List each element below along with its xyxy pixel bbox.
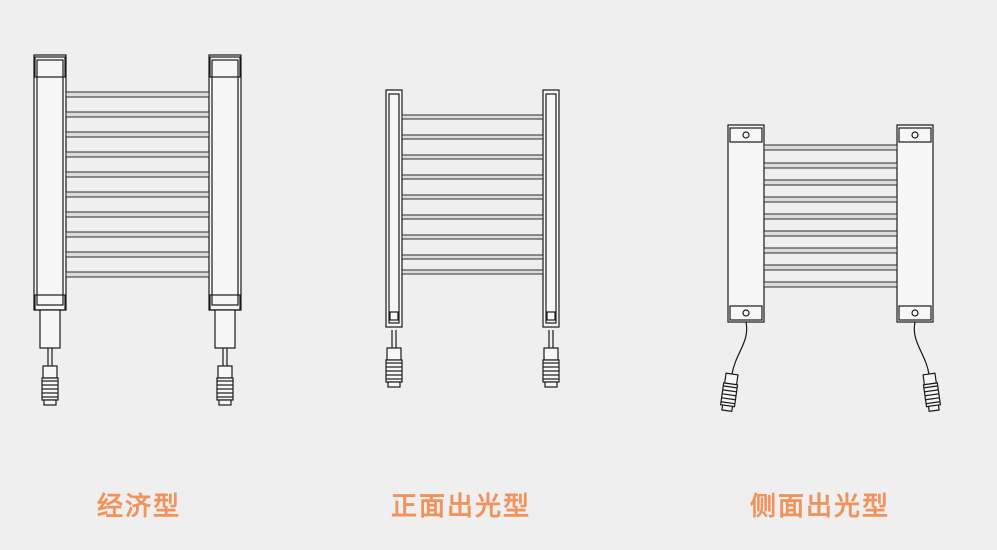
housing-inner: [211, 59, 239, 306]
light-beam: [65, 211, 210, 218]
cable-gland: [214, 309, 236, 349]
angled-connector: [922, 372, 942, 413]
mount-screw: [911, 131, 919, 139]
grip-ridge: [721, 397, 736, 401]
connector-tip: [721, 404, 734, 413]
mount-screw: [742, 309, 750, 317]
emitter-housing: [727, 124, 765, 323]
light-beam: [763, 213, 898, 220]
light-beam: [65, 231, 210, 238]
emitter-housing: [542, 89, 560, 328]
mount-bracket-top: [729, 127, 763, 143]
light-beam: [763, 281, 898, 288]
housing-cap-top: [209, 56, 241, 78]
light-beam: [65, 271, 210, 278]
light-beam: [65, 91, 210, 98]
light-beam: [65, 191, 210, 198]
light-beam: [65, 151, 210, 158]
angled-connector: [719, 372, 739, 413]
light-beam: [763, 247, 898, 254]
grip-ridge: [926, 401, 941, 405]
light-beam: [763, 264, 898, 271]
housing-inner: [36, 59, 64, 306]
grip-ridge: [720, 401, 735, 405]
grip-ridge: [924, 389, 939, 393]
connector-tip: [43, 399, 57, 406]
mount-bracket-bottom: [729, 305, 763, 321]
cable-gland: [39, 309, 61, 349]
grip-ridge: [722, 389, 737, 393]
grip-ridge: [722, 393, 737, 397]
light-beam: [401, 174, 544, 180]
light-beam: [763, 196, 898, 203]
status-led: [389, 311, 399, 321]
emitter-housing: [896, 124, 934, 323]
light-beam: [401, 269, 544, 275]
housing-inner: [388, 93, 400, 324]
connector-tip: [387, 381, 401, 388]
light-beam: [763, 179, 898, 186]
light-beam: [65, 251, 210, 258]
light-beam: [65, 171, 210, 178]
grip-ridge: [923, 385, 938, 389]
light-beam: [401, 254, 544, 260]
light-beam: [401, 134, 544, 140]
mount-bracket-top: [898, 127, 932, 143]
connector-tip: [544, 381, 558, 388]
status-led: [546, 311, 556, 321]
cable: [913, 321, 930, 375]
grip-ridge: [723, 385, 738, 389]
light-beam: [401, 234, 544, 240]
emitter-housing: [208, 54, 242, 311]
side-emission-type-illustration: [719, 124, 942, 413]
connector-body: [543, 347, 559, 361]
grip-ridge: [924, 393, 939, 397]
emitter-housing: [33, 54, 67, 311]
housing-inner: [545, 93, 557, 324]
light-beam: [401, 154, 544, 160]
housing-cap-top: [34, 56, 66, 78]
economy-type-illustration: [33, 54, 242, 406]
front-emission-type-illustration: [385, 89, 560, 388]
light-beam: [401, 194, 544, 200]
label-front-emission-type: 正面出光型: [390, 492, 531, 522]
cable: [731, 321, 748, 375]
mount-screw: [742, 131, 750, 139]
label-side-emission-type: 侧面出光型: [749, 492, 890, 522]
mount-bracket-bottom: [898, 305, 932, 321]
emitter-housing: [385, 89, 403, 328]
light-beam: [763, 230, 898, 237]
connector-body: [217, 365, 233, 379]
connector-body: [386, 347, 402, 361]
grip-ridge: [925, 397, 940, 401]
light-beam: [763, 144, 898, 151]
light-beam: [401, 114, 544, 120]
light-beam: [65, 131, 210, 138]
light-beam: [763, 162, 898, 169]
connector-tip: [218, 399, 232, 406]
light-beam: [401, 214, 544, 220]
connector-body: [42, 365, 58, 379]
mount-screw: [911, 309, 919, 317]
connector-tip: [927, 404, 940, 413]
label-economy-type: 经济型: [96, 492, 181, 522]
light-beam: [65, 111, 210, 118]
